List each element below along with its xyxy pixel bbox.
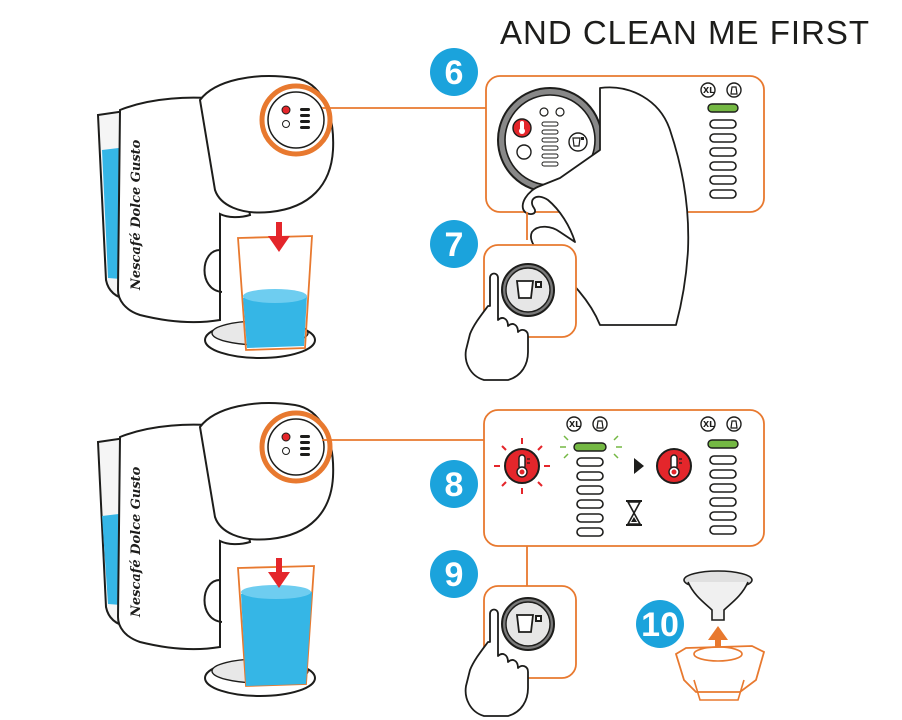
- thermometer-icon-blinking: [494, 438, 550, 494]
- step-9-number: 9: [445, 556, 464, 594]
- cup-button-icon: [568, 132, 588, 152]
- hourglass-icon: [626, 500, 642, 526]
- arrow-down-icon: [268, 222, 290, 252]
- cup-button-9[interactable]: [501, 597, 555, 651]
- play-arrow-icon: [634, 458, 644, 474]
- coffee-machine-bottom: Nescafé Dolce Gusto: [96, 402, 484, 697]
- step-7: 7: [430, 220, 577, 381]
- arrow-up-icon: [708, 626, 728, 652]
- step-6-number: 6: [445, 54, 464, 92]
- step-8-panel: [483, 409, 765, 547]
- arrow-down-icon: [268, 558, 290, 588]
- step-7-number: 7: [445, 226, 464, 264]
- machine-brand: Nescafé Dolce Gusto: [129, 139, 144, 291]
- step-6: 6: [430, 48, 765, 326]
- step-8-number: 8: [445, 466, 464, 504]
- cup-button[interactable]: [501, 263, 555, 317]
- step-10: 10: [636, 570, 766, 701]
- thermometer-icon: [512, 118, 532, 138]
- step-9: 9: [430, 550, 577, 717]
- step-8: 8: [430, 409, 765, 588]
- coffee-machine-top: Nescafé Dolce Gusto: [96, 75, 486, 359]
- machine-brand-bottom: Nescafé Dolce Gusto: [129, 466, 144, 618]
- page-title: AND CLEAN ME FIRST: [500, 14, 871, 51]
- step-10-number: 10: [641, 606, 679, 644]
